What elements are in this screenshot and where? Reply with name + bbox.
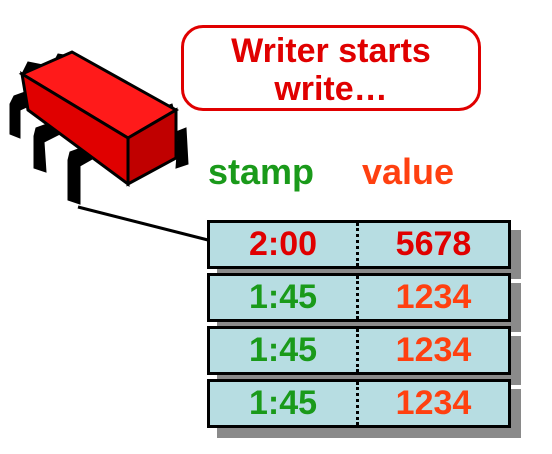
stamp-cell: 1:45 <box>210 382 359 425</box>
table-row: 1:45 1234 <box>207 379 521 438</box>
stamp-cell: 2:00 <box>210 223 359 266</box>
value-cell: 5678 <box>395 225 472 263</box>
table-row: 1:45 1234 <box>207 273 521 332</box>
value-cell: 1234 <box>395 384 472 422</box>
value-header: value <box>362 151 455 192</box>
pointer-line <box>77 205 209 242</box>
stamp-cell: 1:45 <box>210 276 359 319</box>
table-row: 1:45 1234 <box>207 326 521 385</box>
callout-line-1: Writer starts <box>231 32 431 70</box>
callout-line-2: write… <box>274 70 388 108</box>
value-cell: 1234 <box>395 278 472 316</box>
register-table: 2:00 5678 1:45 1234 1:45 1234 1:45 1234 <box>207 220 521 438</box>
value-cell: 1234 <box>395 331 472 369</box>
stamp-header: stamp <box>208 151 315 192</box>
stamp-cell: 1:45 <box>210 329 359 372</box>
callout-bubble: Writer starts write… <box>181 25 481 111</box>
table-row: 2:00 5678 <box>207 220 521 279</box>
